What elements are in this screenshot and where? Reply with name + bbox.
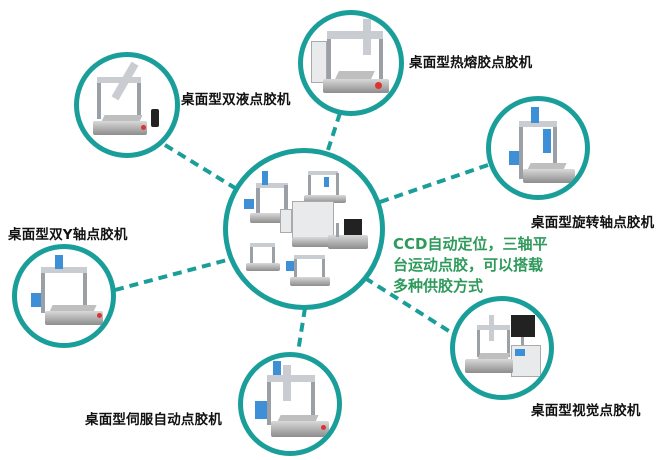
- node-label-servo-auto: 桌面型伺服自动点胶机: [85, 412, 222, 428]
- machine-image-hot-melt: [303, 15, 399, 111]
- machine-image-rotary-axis: [491, 101, 585, 195]
- node-circle-vision: [450, 296, 554, 400]
- machine-collage-image: [228, 153, 380, 305]
- node-circle-servo-auto: [238, 352, 342, 456]
- machine-image-double-liquid: [79, 57, 175, 153]
- node-label-hot-melt: 桌面型热熔胶点胶机: [409, 55, 533, 71]
- node-circle-rotary-axis: [486, 96, 590, 200]
- node-label-double-y-axis: 桌面型双Y轴点胶机: [8, 227, 128, 243]
- connector-servo-auto: [296, 307, 307, 353]
- machine-image-double-y-axis: [17, 249, 111, 343]
- node-label-rotary-axis: 桌面型旋转轴点胶机: [531, 215, 655, 231]
- feature-description-line-3: 多种供胶方式: [393, 277, 484, 295]
- connector-double-liquid: [163, 143, 237, 190]
- connector-vision: [363, 276, 454, 335]
- feature-description-line-2: 台运动点胶，可以搭载: [393, 256, 544, 274]
- node-label-double-liquid: 桌面型双液点胶机: [181, 92, 291, 108]
- center-circle: [223, 148, 385, 310]
- connector-rotary-axis: [379, 163, 489, 204]
- node-label-vision: 桌面型视觉点胶机: [531, 403, 641, 419]
- node-circle-double-y-axis: [12, 244, 116, 348]
- machine-image-vision: [455, 301, 549, 395]
- node-circle-double-liquid: [74, 52, 180, 158]
- node-circle-hot-melt: [298, 10, 404, 116]
- connector-hot-melt: [326, 112, 342, 151]
- connector-double-y-axis: [114, 258, 228, 292]
- feature-description-line-1: CCD自动定位，三轴平: [393, 235, 548, 253]
- machine-image-servo-auto: [243, 357, 337, 451]
- feature-description: CCD自动定位，三轴平 台运动点胶，可以搭载 多种供胶方式: [393, 234, 547, 297]
